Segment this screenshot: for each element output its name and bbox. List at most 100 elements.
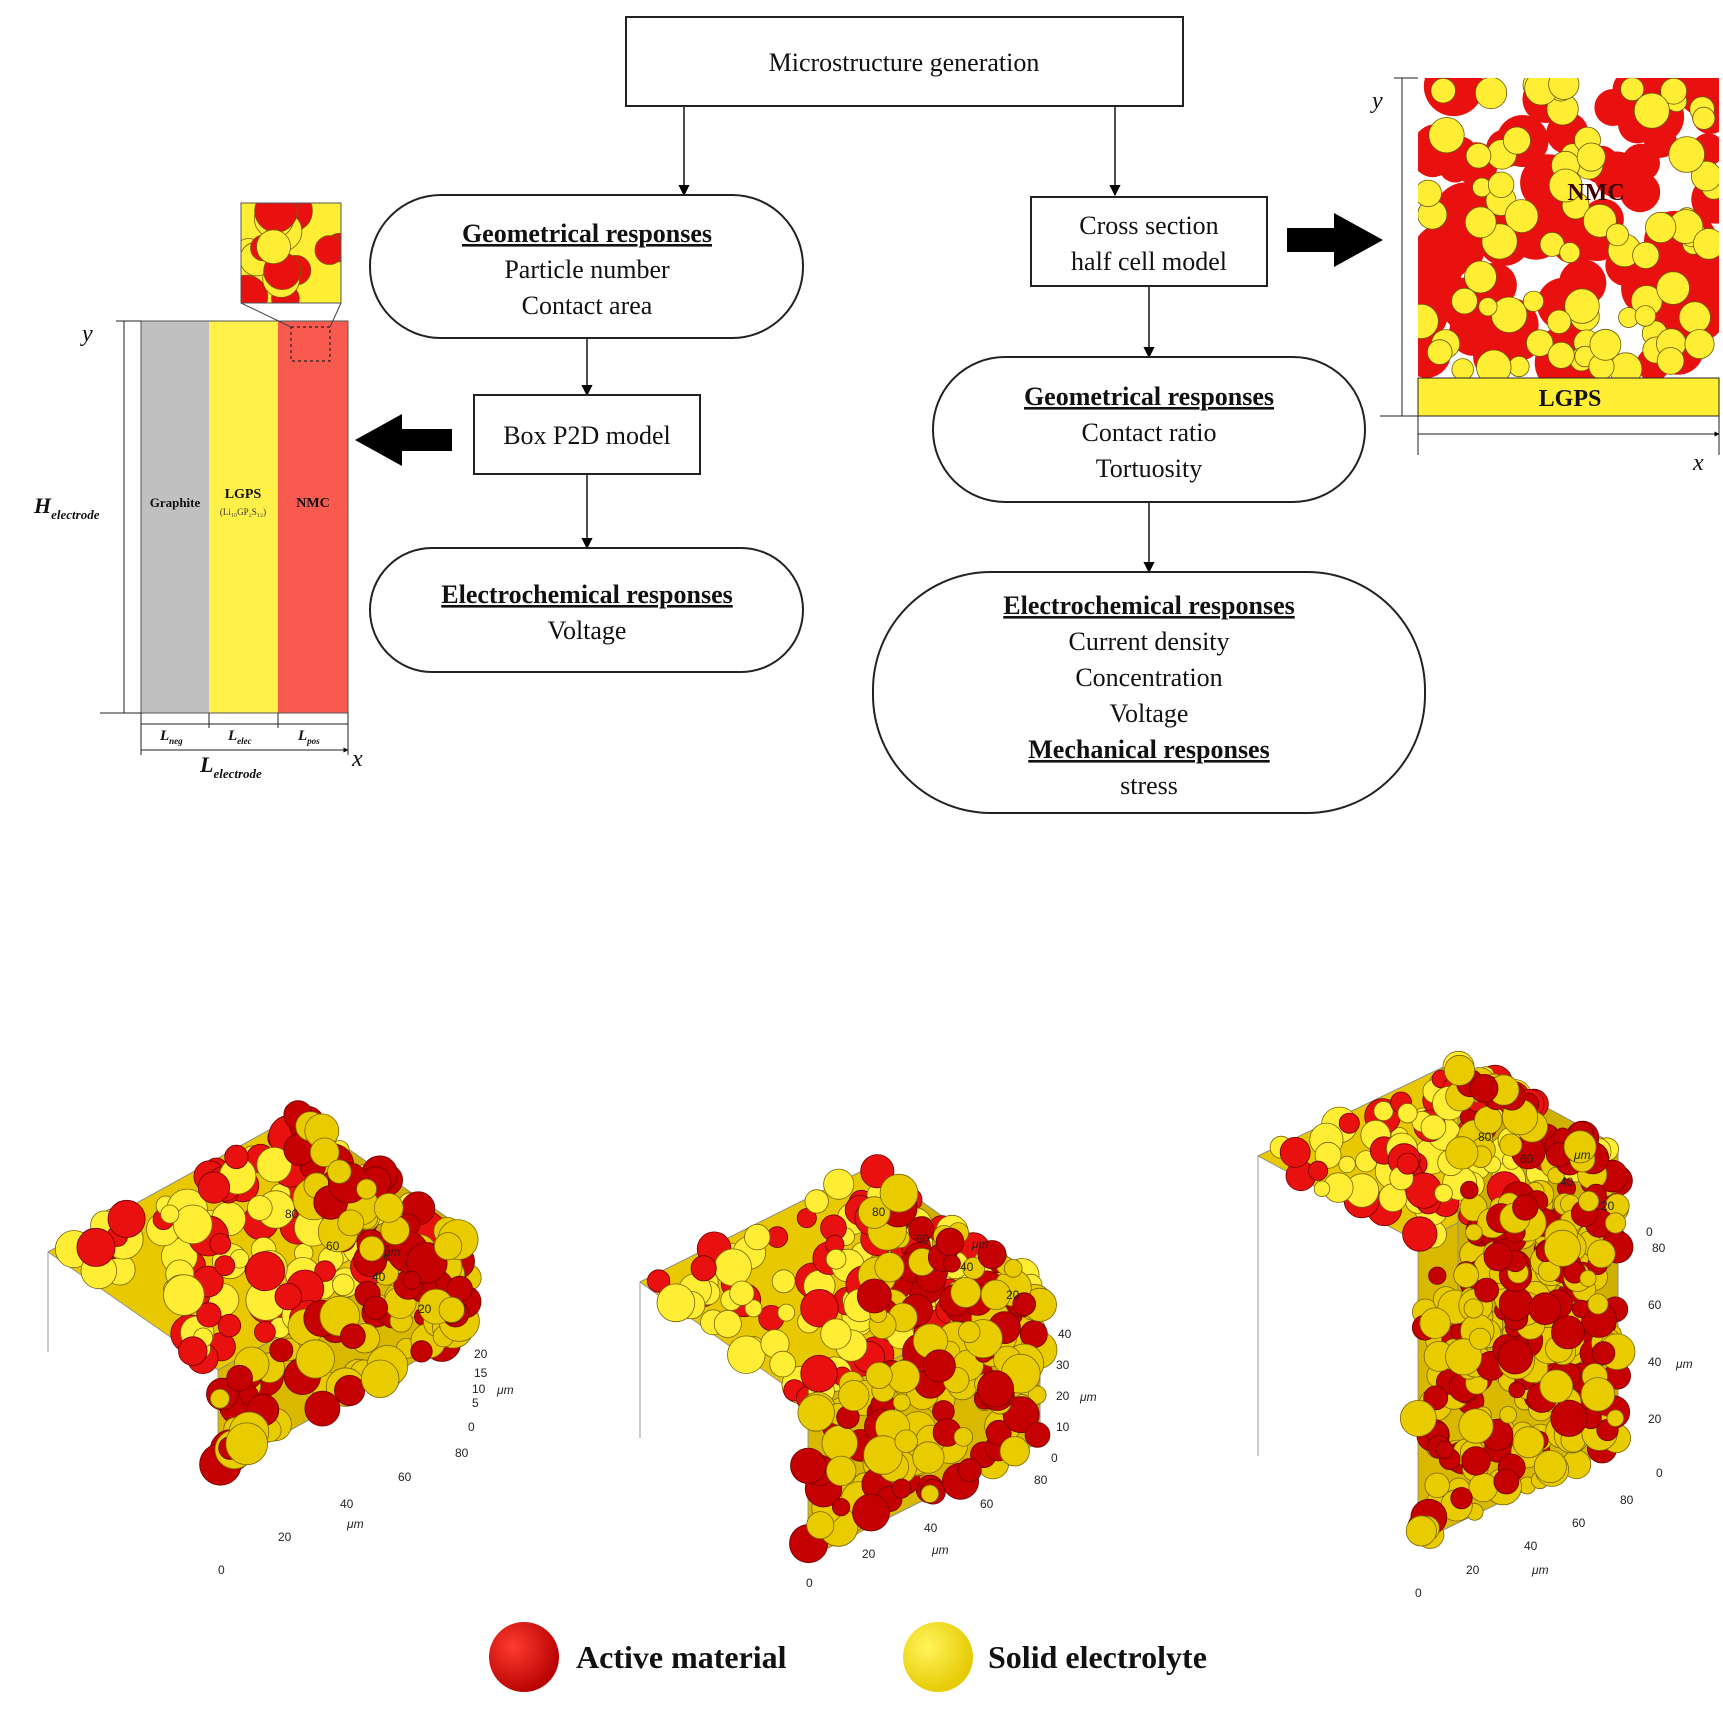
- particle: [1474, 1277, 1499, 1303]
- cube-2-top-tick: 80: [872, 1205, 886, 1219]
- left-electrochemical-node: [369, 547, 804, 673]
- particle: [820, 1318, 852, 1350]
- half-cell-lgps-label: LGPS: [1539, 386, 1602, 412]
- particle: [1504, 199, 1539, 234]
- particle: [656, 1283, 696, 1323]
- cube-2-top-tick: 40: [960, 1260, 974, 1274]
- cube-3-top-unit: μm: [1573, 1148, 1591, 1162]
- half-cell-x-label: x: [1692, 450, 1704, 476]
- particle: [373, 1193, 404, 1223]
- particle: [1397, 1103, 1418, 1124]
- particle: [197, 1171, 230, 1204]
- half-cell-y-label: y: [1370, 88, 1383, 114]
- cube-3-x-unit: μm: [1531, 1563, 1549, 1577]
- cube-2-top-unit: μm: [971, 1237, 989, 1251]
- particle: [1428, 1266, 1447, 1285]
- particle: [1684, 329, 1715, 360]
- particle: [1497, 1338, 1533, 1375]
- mechanical-line-1: stress: [1120, 771, 1178, 800]
- cube-2-x-tick: 0: [806, 1576, 813, 1590]
- particle: [1426, 339, 1453, 365]
- left-geometrical-title: Geometrical responses: [462, 219, 712, 248]
- particle: [196, 1302, 222, 1328]
- cube-1-x-tick: 40: [340, 1497, 354, 1511]
- right-electrochemical-line-3: Voltage: [1110, 699, 1189, 728]
- particle: [214, 1255, 236, 1276]
- particle: [1469, 1327, 1492, 1350]
- particle: [1571, 1299, 1590, 1318]
- graphite-layer: [141, 321, 209, 713]
- nmc-layer: [278, 321, 348, 713]
- particle: [1499, 1406, 1517, 1424]
- cube-2-x-tick: 40: [924, 1521, 938, 1535]
- cross-section-node: [1030, 196, 1268, 287]
- cube-3-z-tick: 40: [1648, 1355, 1662, 1369]
- particle: [714, 1248, 752, 1287]
- particle: [1418, 179, 1442, 208]
- particle: [1012, 1292, 1036, 1316]
- particle: [254, 1321, 276, 1343]
- particle: [1543, 1229, 1581, 1267]
- particle: [1463, 1298, 1484, 1319]
- particle: [314, 235, 341, 265]
- particle: [334, 1375, 366, 1407]
- particle: [1656, 347, 1685, 375]
- cube-2-x-tick: 60: [980, 1497, 994, 1511]
- cube-1-x-tick: 80: [455, 1446, 469, 1460]
- cube-1-z-tick: 20: [474, 1347, 488, 1361]
- particle: [1508, 355, 1530, 378]
- particle: [1478, 297, 1498, 317]
- particle: [1508, 1381, 1526, 1399]
- particle: [1563, 1130, 1597, 1164]
- particle: [1548, 78, 1580, 100]
- particle: [1576, 142, 1606, 172]
- particle: [1606, 1409, 1625, 1427]
- particle: [1498, 1286, 1534, 1322]
- particle: [804, 1189, 829, 1214]
- particle: [980, 1279, 1012, 1311]
- big-arrow-left: [355, 414, 452, 466]
- particle: [797, 1394, 835, 1432]
- cube-3-x-tick: 0: [1415, 1586, 1422, 1600]
- right-geometrical-line-1: Contact ratio: [1081, 418, 1216, 447]
- particle: [1547, 341, 1575, 369]
- lgps-formula: (Li₁₀GP₂S₁₂): [220, 507, 266, 517]
- particle: [225, 1422, 269, 1466]
- right-electrochemical-title: Electrochemical responses: [1003, 591, 1294, 620]
- particle: [977, 1370, 1015, 1408]
- particle: [356, 1178, 378, 1200]
- particle: [823, 1168, 855, 1200]
- particle: [744, 1223, 771, 1251]
- cube-2-z-tick: 10: [1056, 1420, 1070, 1434]
- particle: [1338, 1112, 1360, 1134]
- particle: [1693, 228, 1719, 260]
- cube-1-z-tick: 10: [472, 1382, 486, 1396]
- cube-1-z-tick: 15: [474, 1366, 488, 1380]
- box-p2d-node: [473, 394, 701, 475]
- particle: [314, 1260, 336, 1282]
- particle: [1430, 78, 1456, 104]
- particle: [999, 1436, 1030, 1467]
- cube-3-z-unit: μm: [1675, 1357, 1693, 1371]
- particle: [1418, 303, 1439, 339]
- particle: [1564, 288, 1600, 324]
- particle: [771, 1269, 796, 1294]
- particle: [1464, 206, 1497, 239]
- cube-2-x-unit: μm: [931, 1543, 949, 1557]
- particle: [1490, 296, 1528, 333]
- half-cell-nmc-label: NMC: [1567, 180, 1624, 206]
- particle: [953, 1427, 974, 1447]
- particle: [1465, 1223, 1483, 1242]
- particle: [410, 1340, 433, 1363]
- particle: [1605, 223, 1629, 247]
- legend-solid-electrolyte-swatch: [903, 1622, 973, 1692]
- legend-solid-electrolyte-label: Solid electrolyte: [988, 1639, 1207, 1675]
- particle: [727, 1335, 766, 1374]
- particle: [363, 1295, 389, 1321]
- particle: [1396, 1152, 1419, 1175]
- particle: [1474, 78, 1508, 110]
- particle: [1620, 78, 1645, 102]
- left-geometrical-line-1: Particle number: [504, 255, 670, 284]
- cube-3: [1257, 1050, 1636, 1549]
